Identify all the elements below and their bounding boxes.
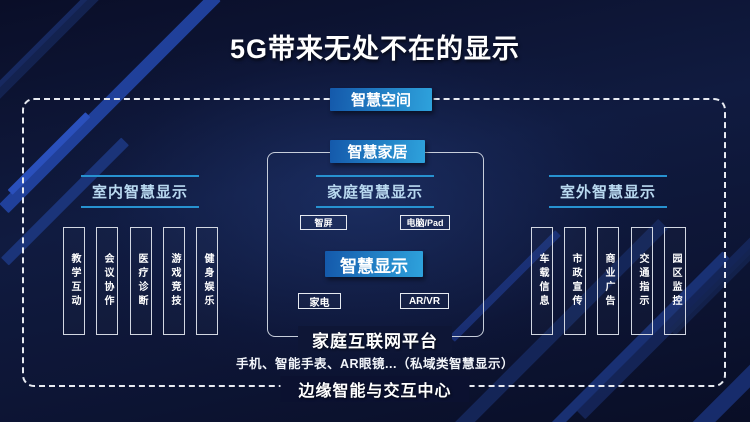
outdoor-item: 园区监控	[664, 227, 686, 335]
section-title-indoor: 室内智慧显示	[80, 175, 200, 208]
section-title-outdoor: 室外智慧显示	[548, 175, 668, 208]
indoor-item: 会议协作	[96, 227, 118, 335]
indoor-item: 教学互动	[63, 227, 85, 335]
device-pc-pad: 电脑/Pad	[400, 215, 450, 230]
device-home-appliance: 家电	[298, 293, 341, 309]
outdoor-item: 交通指示	[631, 227, 653, 335]
node-smart-space: 智慧空间	[330, 88, 432, 111]
private-devices-note: 手机、智能手表、AR眼镜...（私域类智慧显示）	[236, 357, 514, 371]
indoor-item: 健身娱乐	[196, 227, 218, 335]
outdoor-item: 市政宣传	[564, 227, 586, 335]
node-smart-display: 智慧显示	[325, 251, 423, 277]
indoor-item: 游戏竞技	[163, 227, 185, 335]
home-internet-platform-label: 家庭互联网平台	[298, 326, 452, 353]
edge-intelligence-center-label: 边缘智能与交互中心	[280, 376, 470, 402]
outdoor-item: 商业广告	[597, 227, 619, 335]
indoor-item: 医疗诊断	[130, 227, 152, 335]
device-ar-vr: AR/VR	[400, 293, 449, 309]
device-smart-screen: 智屏	[300, 215, 347, 230]
section-title-home-display: 家庭智慧显示	[315, 175, 435, 208]
node-smart-home: 智慧家居	[330, 140, 425, 163]
slide-title: 5G带来无处不在的显示	[229, 34, 521, 64]
outdoor-item: 车载信息	[531, 227, 553, 335]
